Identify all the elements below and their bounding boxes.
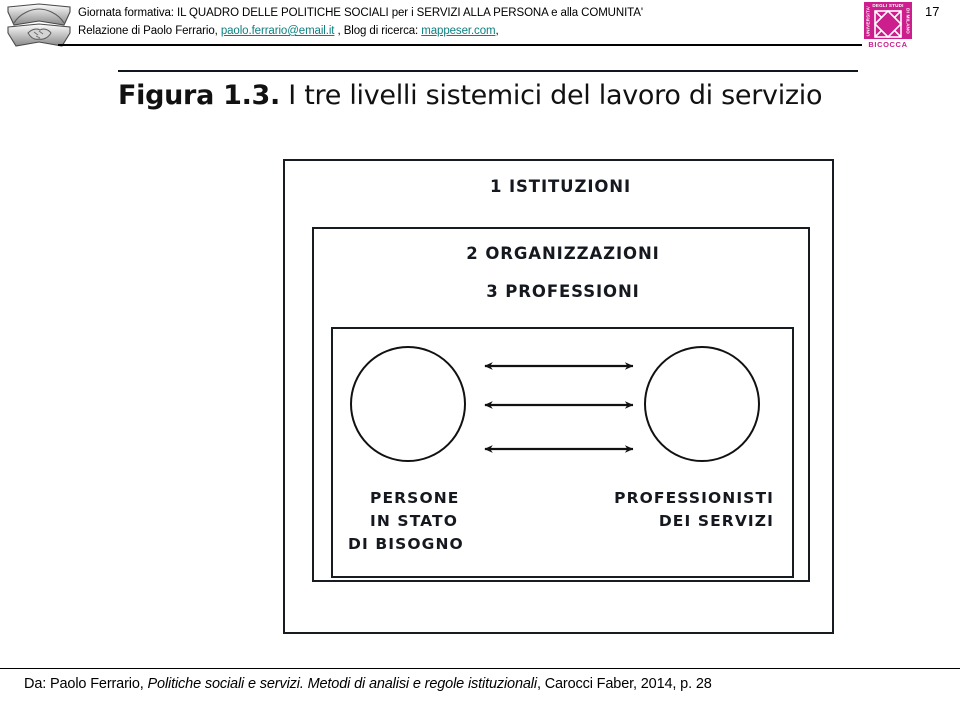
professional-circle xyxy=(644,346,760,462)
header-divider-rule xyxy=(58,44,862,46)
email-link[interactable]: paolo.ferrario@email.it xyxy=(220,25,335,37)
figure-caption: I tre livelli sistemici del lavoro di se… xyxy=(288,80,823,111)
service-relation-box: PERSONE IN STATO DI BISOGNO PROFESSIONIS… xyxy=(331,327,794,578)
citation-work-title: Politiche sociali e servizi. Metodi di a… xyxy=(147,676,538,692)
citation-prefix: Da: Paolo Ferrario, xyxy=(24,676,148,692)
page-number: 17 xyxy=(925,4,940,19)
person-circle xyxy=(350,346,466,462)
citation-suffix: , Carocci Faber, 2014, p. 28 xyxy=(536,676,712,692)
header-subtitle-middle: , Blog di ricerca: xyxy=(334,25,422,37)
actor-persons-line-3: DI BISOGNO xyxy=(348,535,464,553)
level-label-institutions: 1 ISTITUZIONI xyxy=(489,177,632,196)
header-text-block: Giornata formativa: IL QUADRO DELLE POLI… xyxy=(78,5,778,39)
header-subtitle-line: Relazione di Paolo Ferrario, paolo.ferra… xyxy=(78,23,778,39)
figure-top-rule xyxy=(118,70,858,72)
bicocca-top-label: DEGLI STUDI xyxy=(872,2,904,9)
footer-divider-rule xyxy=(0,668,960,669)
source-citation: Da: Paolo Ferrario, Politiche sociali e … xyxy=(24,676,712,692)
header-subtitle-suffix: , xyxy=(495,25,499,37)
blog-link[interactable]: mappeser.com xyxy=(421,25,496,37)
figure-title: Figura 1.3. I tre livelli sistemici del … xyxy=(118,80,823,111)
bicocca-wordmark: BICOCCA xyxy=(868,40,908,49)
actor-label-persons: PERSONE IN STATO DI BISOGNO xyxy=(348,487,528,556)
relation-graphic xyxy=(350,346,760,462)
figure-number: Figura 1.3. xyxy=(118,80,280,111)
bicocca-left-label-text: UNIVERSITA' xyxy=(865,5,871,36)
bicocca-right-label: DI MILANO xyxy=(904,2,912,39)
systemic-levels-diagram: 1 ISTITUZIONI 2 ORGANIZZAZIONI 3 PROFESS… xyxy=(283,159,834,634)
actor-persons-line-1: PERSONE xyxy=(370,489,460,507)
header-title-line: Giornata formativa: IL QUADRO DELLE POLI… xyxy=(78,7,643,19)
slide-header: Giornata formativa: IL QUADRO DELLE POLI… xyxy=(0,0,960,56)
handshake-book-logo-icon xyxy=(6,3,72,49)
bicocca-right-label-text: DI MILANO xyxy=(905,7,911,34)
bicocca-university-logo: UNIVERSITA' DI MILANO DEGLI STUDI BICOCC… xyxy=(864,2,912,50)
actor-label-professionals: PROFESSIONISTI DEI SERVIZI xyxy=(574,487,774,533)
actor-persons-line-2: IN STATO xyxy=(370,512,459,530)
bicocca-left-label: UNIVERSITA' xyxy=(864,2,872,39)
level-label-professions: 3 PROFESSIONI xyxy=(486,282,640,301)
organizations-level-box: 2 ORGANIZZAZIONI 3 PROFESSIONI xyxy=(312,227,810,582)
header-subtitle-prefix: Relazione di Paolo Ferrario, xyxy=(78,25,221,37)
bicocca-logo-frame: UNIVERSITA' DI MILANO DEGLI STUDI xyxy=(864,2,912,39)
actor-professionals-line-2: DEI SERVIZI xyxy=(658,512,774,530)
actor-professionals-line-1: PROFESSIONISTI xyxy=(614,489,774,507)
level-label-organizations: 2 ORGANIZZAZIONI xyxy=(466,244,660,263)
square-x-icon xyxy=(872,9,904,39)
